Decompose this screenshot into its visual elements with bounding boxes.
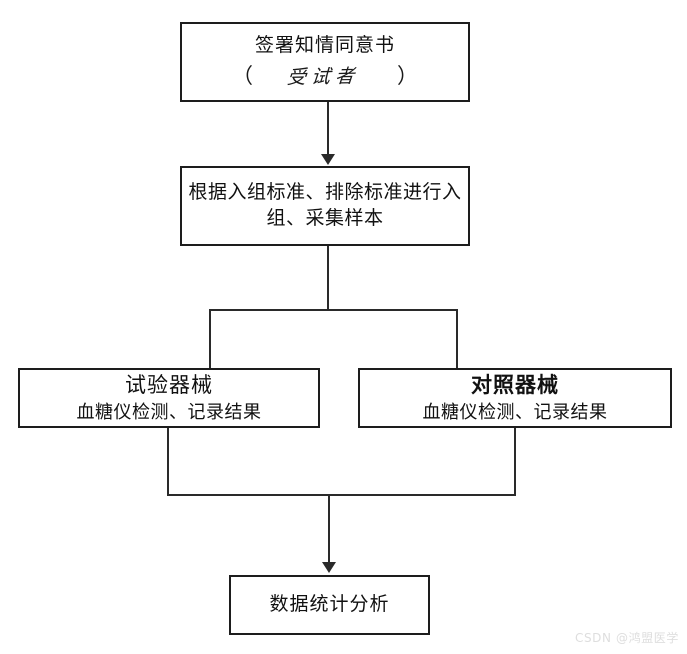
node-control-device-detail: 血糖仪检测、记录结果 bbox=[422, 401, 608, 423]
edge-control-device-to-merge bbox=[514, 428, 516, 496]
node-sign-informed-consent[interactable]: 签署知情同意书 （ 受试者 ） bbox=[180, 22, 470, 102]
arrowhead-down-icon bbox=[321, 154, 335, 165]
right-parenthesis: ） bbox=[397, 64, 418, 88]
node-consent-signature: 受试者 bbox=[286, 65, 361, 89]
watermark: CSDN @鸿盟医学 bbox=[574, 631, 679, 645]
node-analysis-text: 数据统计分析 bbox=[269, 593, 390, 616]
edge-enroll-to-split bbox=[327, 246, 329, 311]
edge-test-device-to-merge bbox=[167, 428, 169, 496]
node-enrollment-sampling[interactable]: 根据入组标准、排除标准进行入组、采集样本 bbox=[180, 166, 470, 246]
node-control-device[interactable]: 对照器械 血糖仪检测、记录结果 bbox=[358, 368, 672, 428]
node-test-device-title: 试验器械 bbox=[125, 373, 213, 398]
node-control-device-title: 对照器械 bbox=[471, 373, 559, 398]
left-parenthesis: （ bbox=[231, 64, 253, 88]
node-enroll-text: 根据入组标准、排除标准进行入组、采集样本 bbox=[188, 181, 462, 229]
edge-consent-to-enroll bbox=[327, 102, 329, 156]
node-test-device[interactable]: 试验器械 血糖仪检测、记录结果 bbox=[18, 368, 320, 428]
node-consent-subject-row: （ 受试者 ） bbox=[182, 62, 468, 91]
edge-split-to-control-device bbox=[456, 309, 458, 369]
arrowhead-down-icon bbox=[322, 562, 336, 573]
edge-split-bar bbox=[209, 309, 458, 311]
edge-merge-bar bbox=[167, 494, 516, 496]
node-test-device-detail: 血糖仪检测、记录结果 bbox=[76, 401, 262, 423]
edge-merge-to-analysis bbox=[328, 494, 330, 564]
node-data-statistical-analysis[interactable]: 数据统计分析 bbox=[229, 575, 430, 635]
node-consent-title: 签署知情同意书 bbox=[254, 34, 395, 57]
edge-split-to-test-device bbox=[209, 309, 211, 369]
